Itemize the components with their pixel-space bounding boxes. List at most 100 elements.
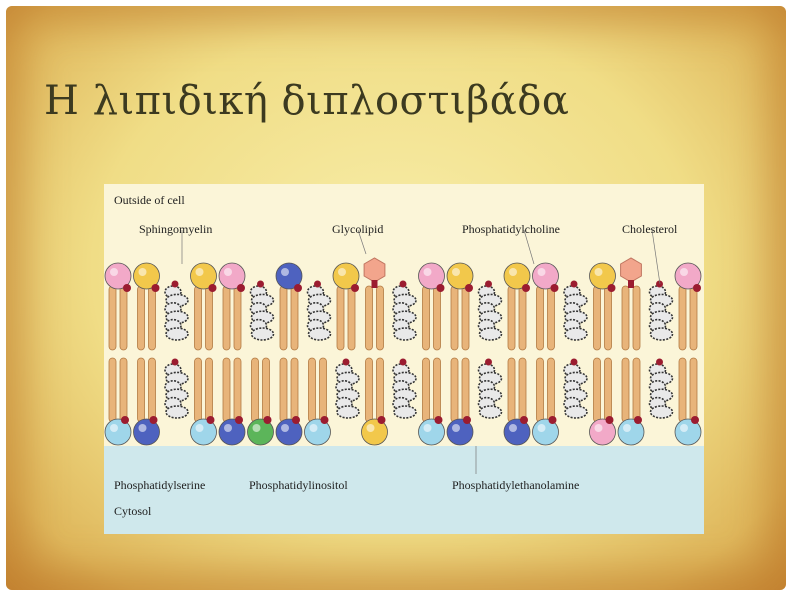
bottom-head-11-phosphate [435, 416, 443, 424]
top-head-3-shine [196, 268, 204, 276]
lipid-tail-b18b [633, 358, 640, 422]
lipid-tail-b6a [280, 358, 287, 422]
lipid-tail-t15a [537, 286, 544, 350]
lipid-tail-t17a [594, 286, 601, 350]
bottom-head-4-phosphate [235, 416, 243, 424]
label-cholesterol: Cholesterol [622, 222, 677, 237]
lipid-tail-b0a [109, 358, 116, 422]
lipid-tail-b15a [537, 358, 544, 422]
bottom-head-6-phosphate [292, 416, 300, 424]
lipid-tail-b5a [252, 358, 259, 422]
cholesterol-ring-b13-5 [480, 406, 502, 418]
top-head-11-phosphate [437, 284, 445, 292]
lipid-tail-t9a [366, 286, 373, 350]
top-head-6-shine [281, 268, 289, 276]
bottom-head-1-shine [139, 424, 147, 432]
label-phosphatidylethanolamine: Phosphatidylethanolamine [452, 478, 579, 493]
top-head-12-shine [452, 268, 460, 276]
lipid-tail-t14a [508, 286, 515, 350]
cholesterol-ring-t2-5 [166, 328, 188, 340]
bottom-head-12-phosphate [463, 416, 471, 424]
lipid-tail-t6b [291, 286, 298, 350]
lipid-tail-t12a [451, 286, 458, 350]
lipid-tail-t3a [195, 286, 202, 350]
top-head-0-phosphate [123, 284, 131, 292]
top-head-15-phosphate [551, 284, 559, 292]
lipid-tail-t11a [423, 286, 430, 350]
lipid-tail-t18b [633, 286, 640, 350]
cholesterol-ring-b10-5 [394, 406, 416, 418]
lipid-tail-b11a [423, 358, 430, 422]
bottom-head-20-phosphate [691, 416, 699, 424]
bottom-head-0-phosphate [121, 416, 129, 424]
lipid-tail-t15b [548, 286, 555, 350]
bottom-head-5-phosphate [264, 416, 272, 424]
lipid-tail-t6a [280, 286, 287, 350]
bottom-head-9-phosphate [378, 416, 386, 424]
top-head-14-shine [509, 268, 517, 276]
lipid-tail-t8b [348, 286, 355, 350]
bottom-head-5-shine [253, 424, 261, 432]
lipid-tail-t0a [109, 286, 116, 350]
lipid-tail-t11b [434, 286, 441, 350]
bottom-head-20-shine [680, 424, 688, 432]
lipid-tail-t1b [149, 286, 156, 350]
top-head-20-phosphate [693, 284, 701, 292]
lipid-tail-b14a [508, 358, 515, 422]
bottom-head-11-shine [424, 424, 432, 432]
lipid-tail-b1b [149, 358, 156, 422]
slide-title: Η λιπιδική διπλοστιβάδα [44, 78, 569, 124]
cholesterol-oh-b8 [343, 359, 350, 366]
bottom-head-15-shine [538, 424, 546, 432]
lipid-tail-b17a [594, 358, 601, 422]
lipid-tail-b12b [462, 358, 469, 422]
label-phosphatidylcholine: Phosphatidylcholine [462, 222, 560, 237]
top-head-14-phosphate [522, 284, 530, 292]
label-sphingomyelin: Sphingomyelin [139, 222, 212, 237]
cholesterol-oh-b13 [485, 359, 492, 366]
lipid-tail-b0b [120, 358, 127, 422]
lipid-tail-b9a [366, 358, 373, 422]
lipid-tail-b7a [309, 358, 316, 422]
top-head-20-shine [680, 268, 688, 276]
top-head-17-shine [595, 268, 603, 276]
lipid-tail-t1a [138, 286, 145, 350]
top-head-0-shine [110, 268, 118, 276]
cholesterol-oh-b19 [656, 359, 663, 366]
cholesterol-oh-b16 [571, 359, 578, 366]
lipid-tail-t20b [690, 286, 697, 350]
bottom-head-4-shine [224, 424, 232, 432]
bottom-head-0-shine [110, 424, 118, 432]
cholesterol-ring-t16-5 [565, 328, 587, 340]
label-glycolipid: Glycolipid [332, 222, 383, 237]
cholesterol-ring-b2-5 [166, 406, 188, 418]
lipid-tail-b7b [320, 358, 327, 422]
lipid-tail-t20a [679, 286, 686, 350]
lipid-tail-b20b [690, 358, 697, 422]
cholesterol-ring-b16-5 [565, 406, 587, 418]
cholesterol-oh-b2 [172, 359, 179, 366]
lipid-tail-b4a [223, 358, 230, 422]
lipid-tail-b12a [451, 358, 458, 422]
cholesterol-oh-t10 [400, 281, 407, 288]
bottom-head-18-phosphate [634, 416, 642, 424]
lipid-tail-b20a [679, 358, 686, 422]
lipid-tail-b9b [377, 358, 384, 422]
top-head-9-linker [372, 280, 378, 288]
top-head-4-phosphate [237, 284, 245, 292]
lipid-tail-b11b [434, 358, 441, 422]
lipid-tail-t14b [519, 286, 526, 350]
cholesterol-ring-t10-5 [394, 328, 416, 340]
lipid-tail-t0b [120, 286, 127, 350]
cholesterol-oh-t2 [172, 281, 179, 288]
lipid-tail-t12b [462, 286, 469, 350]
top-head-12-phosphate [465, 284, 473, 292]
top-head-1-shine [139, 268, 147, 276]
cholesterol-oh-b10 [400, 359, 407, 366]
top-head-15-shine [538, 268, 546, 276]
top-head-11-shine [424, 268, 432, 276]
top-head-3-phosphate [209, 284, 217, 292]
cholesterol-ring-t13-5 [480, 328, 502, 340]
cholesterol-oh-t7 [314, 281, 321, 288]
